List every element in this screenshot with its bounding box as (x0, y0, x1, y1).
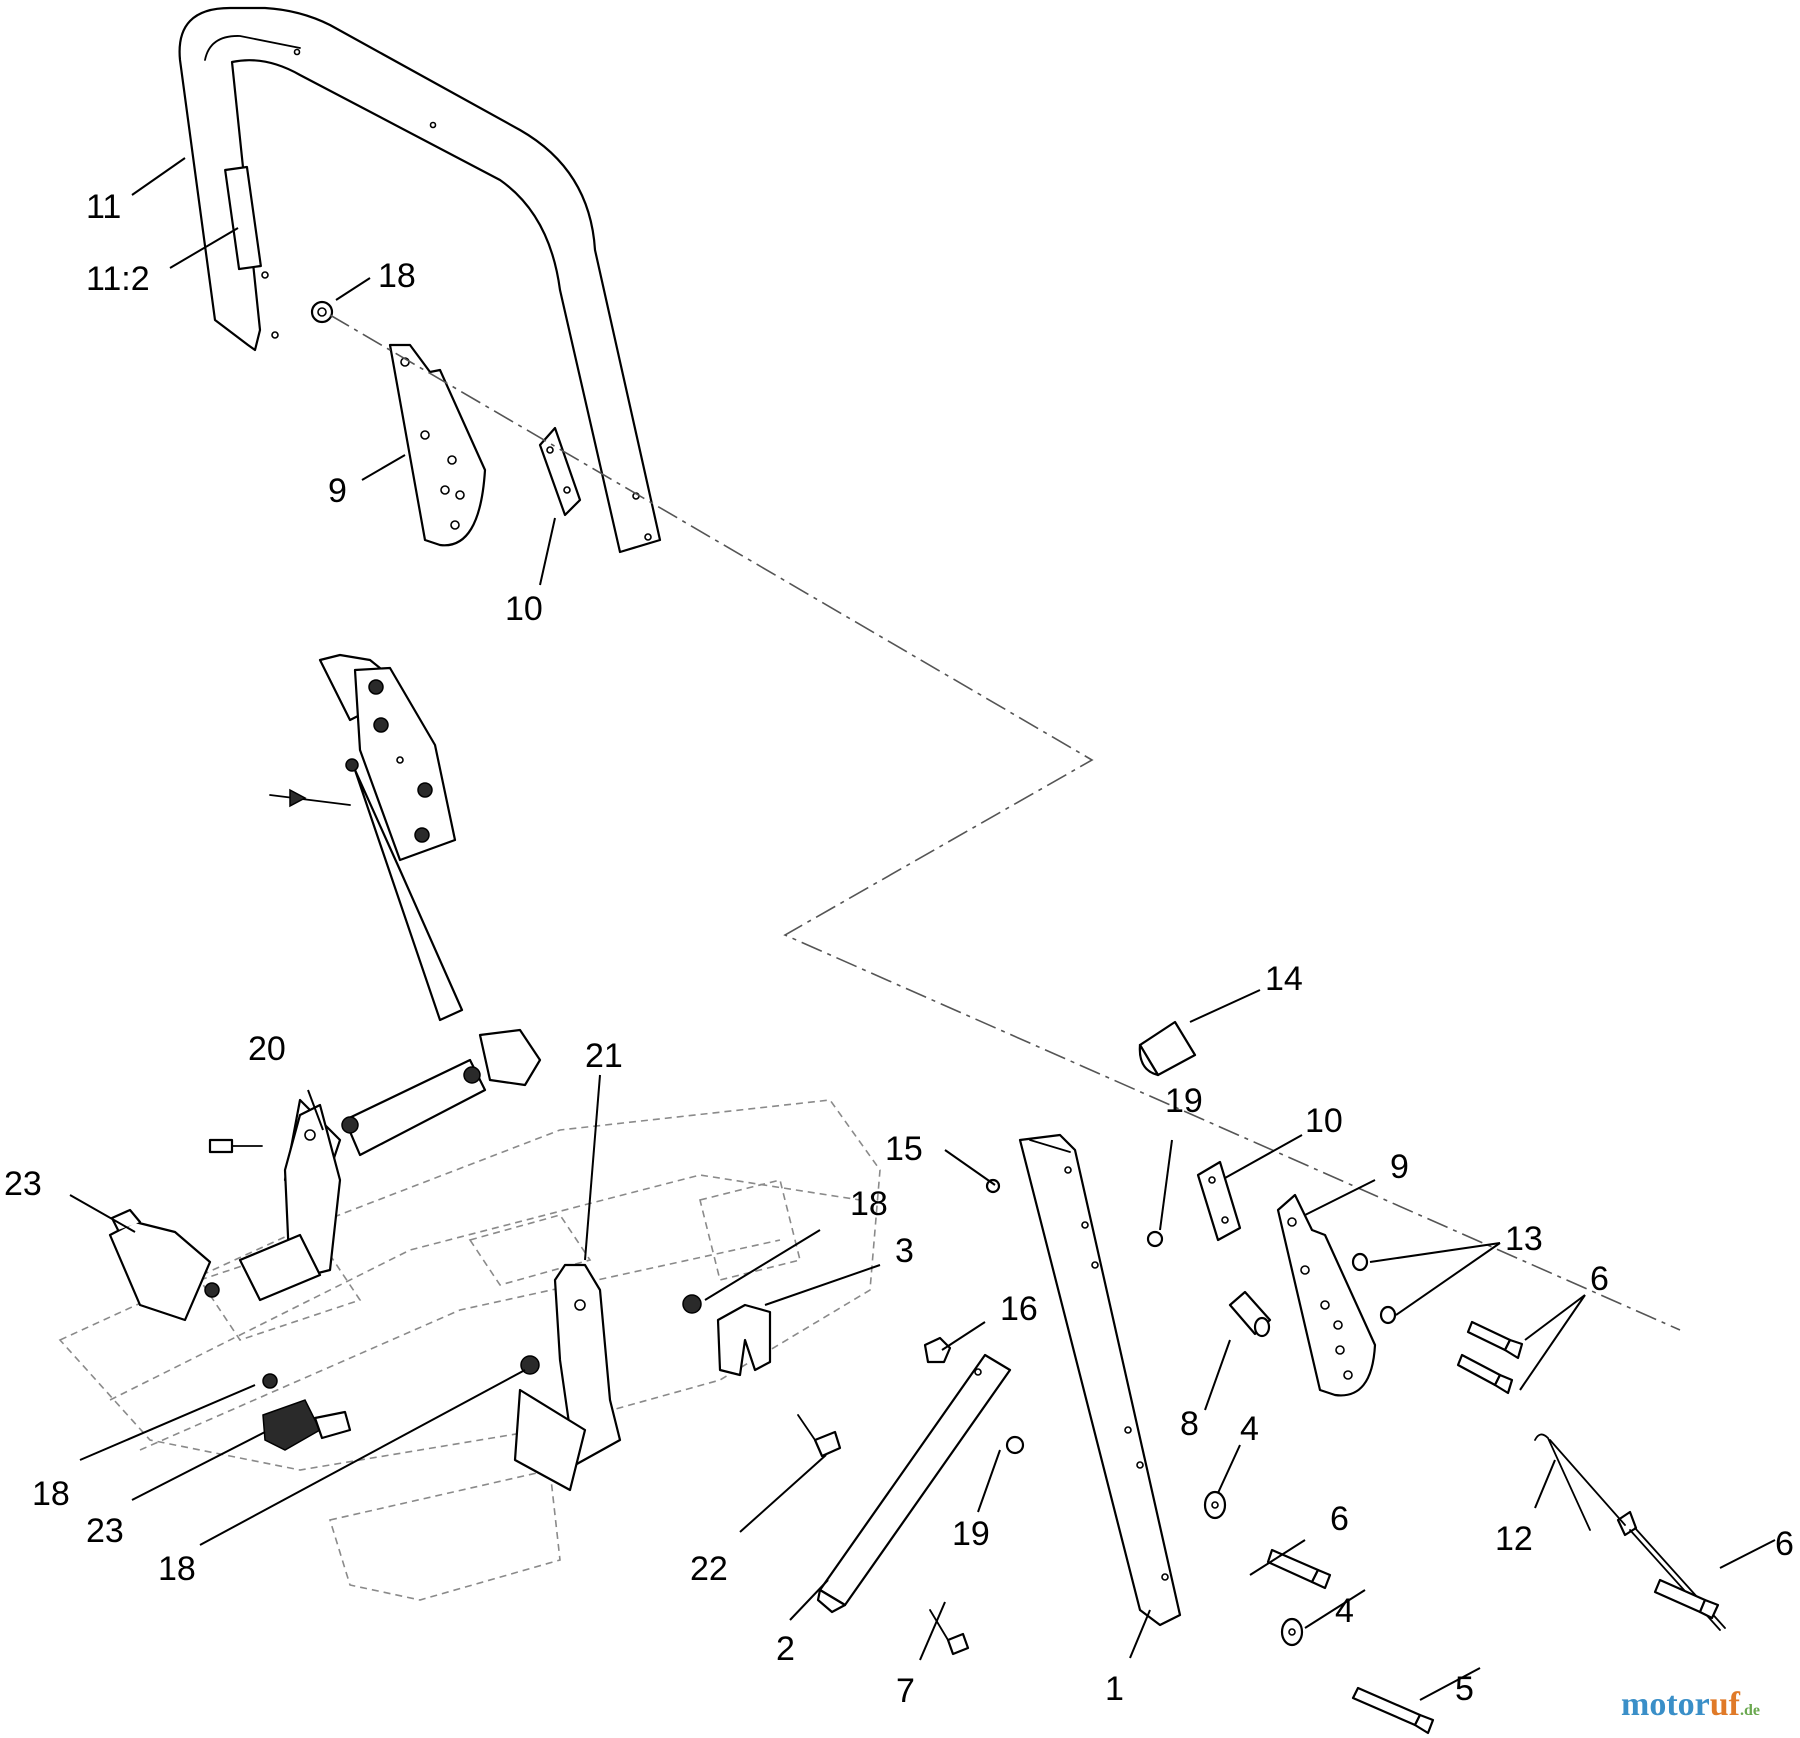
callout-10-right: 10 (1305, 1102, 1343, 1140)
nut-part-18-low (520, 1355, 540, 1375)
watermark-logo: motoruf.de (1621, 1686, 1760, 1723)
callout-4-top: 4 (1240, 1410, 1259, 1448)
clip-part-3 (716, 1303, 772, 1377)
callout-16: 16 (1000, 1290, 1038, 1328)
plate-part-9-top (388, 343, 487, 547)
bolts-part-6-top (1456, 1320, 1524, 1395)
decal-11-2 (224, 165, 262, 271)
callout-19-right: 19 (1165, 1082, 1203, 1120)
mount-bracket-part-21 (513, 1263, 622, 1492)
callout-12: 12 (1495, 1520, 1533, 1558)
callout-23-low: 23 (86, 1512, 124, 1550)
callout-5: 5 (1455, 1670, 1474, 1708)
bushing-part-8 (1228, 1290, 1272, 1338)
callout-9-right: 9 (1390, 1148, 1409, 1186)
bolt-part-22 (797, 1414, 842, 1458)
callout-11: 11 (86, 188, 121, 226)
callout-18-low-left: 18 (32, 1475, 70, 1513)
bolt-part-5 (1351, 1686, 1435, 1735)
spacer-part-10-right (1196, 1160, 1242, 1242)
bolt-part-7 (929, 1609, 970, 1656)
spacer-part-19-low (1005, 1435, 1025, 1455)
lanyard-pin-part-12 (1534, 1433, 1726, 1631)
callout-9-top: 9 (328, 472, 347, 510)
callout-15: 15 (885, 1130, 923, 1168)
callout-7: 7 (896, 1672, 915, 1710)
washer-part-4-low (1280, 1617, 1304, 1647)
roll-bar-part-11 (178, 6, 662, 554)
callout-20: 20 (248, 1030, 286, 1068)
callout-11-2: 11:2 (86, 260, 150, 298)
callout-3: 3 (895, 1232, 914, 1270)
callout-13: 13 (1505, 1220, 1543, 1258)
callout-1: 1 (1105, 1670, 1124, 1708)
callout-19-low: 19 (952, 1515, 990, 1553)
callout-21: 21 (585, 1037, 623, 1075)
callout-leaders (69, 157, 1776, 1701)
nut-part-18-mid (682, 1294, 702, 1314)
seatbelt-retractor-part-23 (108, 1208, 220, 1322)
washer-part-4-top (1203, 1490, 1227, 1520)
callout-2: 2 (776, 1630, 795, 1668)
bumper-part-14 (1138, 1020, 1197, 1077)
mount-bracket-part-20 (208, 1103, 342, 1302)
callout-labels: 11 11:2 18 9 10 14 19 10 9 15 13 6 20 21… (4, 188, 1794, 1710)
spacer-part-19-right (1146, 1230, 1164, 1248)
callout-8: 8 (1180, 1405, 1199, 1443)
upright-channel-part-1 (1018, 1133, 1182, 1627)
upright-bracket-assembly (269, 653, 542, 1202)
callout-6-top: 6 (1590, 1260, 1609, 1298)
callout-10-top: 10 (505, 590, 543, 628)
callout-22: 22 (690, 1550, 728, 1588)
callout-18-top: 18 (378, 257, 416, 295)
nut-part-18-top (310, 300, 334, 324)
seatbelt-buckle-part-23 (262, 1373, 352, 1451)
callout-6-right: 6 (1775, 1525, 1794, 1563)
plate-part-9-right (1276, 1193, 1377, 1397)
spacer-part-10-top (538, 426, 582, 517)
callout-6-mid: 6 (1330, 1500, 1349, 1538)
nut-part-16 (923, 1336, 952, 1364)
bolt-part-6-mid (1266, 1548, 1332, 1590)
callout-23-left: 23 (4, 1165, 42, 1203)
crossbar-part-2 (816, 1353, 1012, 1614)
mower-frame-outline (58, 1099, 881, 1601)
callout-4-low: 4 (1335, 1592, 1354, 1630)
callout-14: 14 (1265, 960, 1303, 998)
nut-part-15 (985, 1178, 1001, 1194)
callout-18-low: 18 (158, 1550, 196, 1588)
washers-part-13 (1351, 1252, 1397, 1325)
callout-18-mid: 18 (850, 1185, 888, 1223)
